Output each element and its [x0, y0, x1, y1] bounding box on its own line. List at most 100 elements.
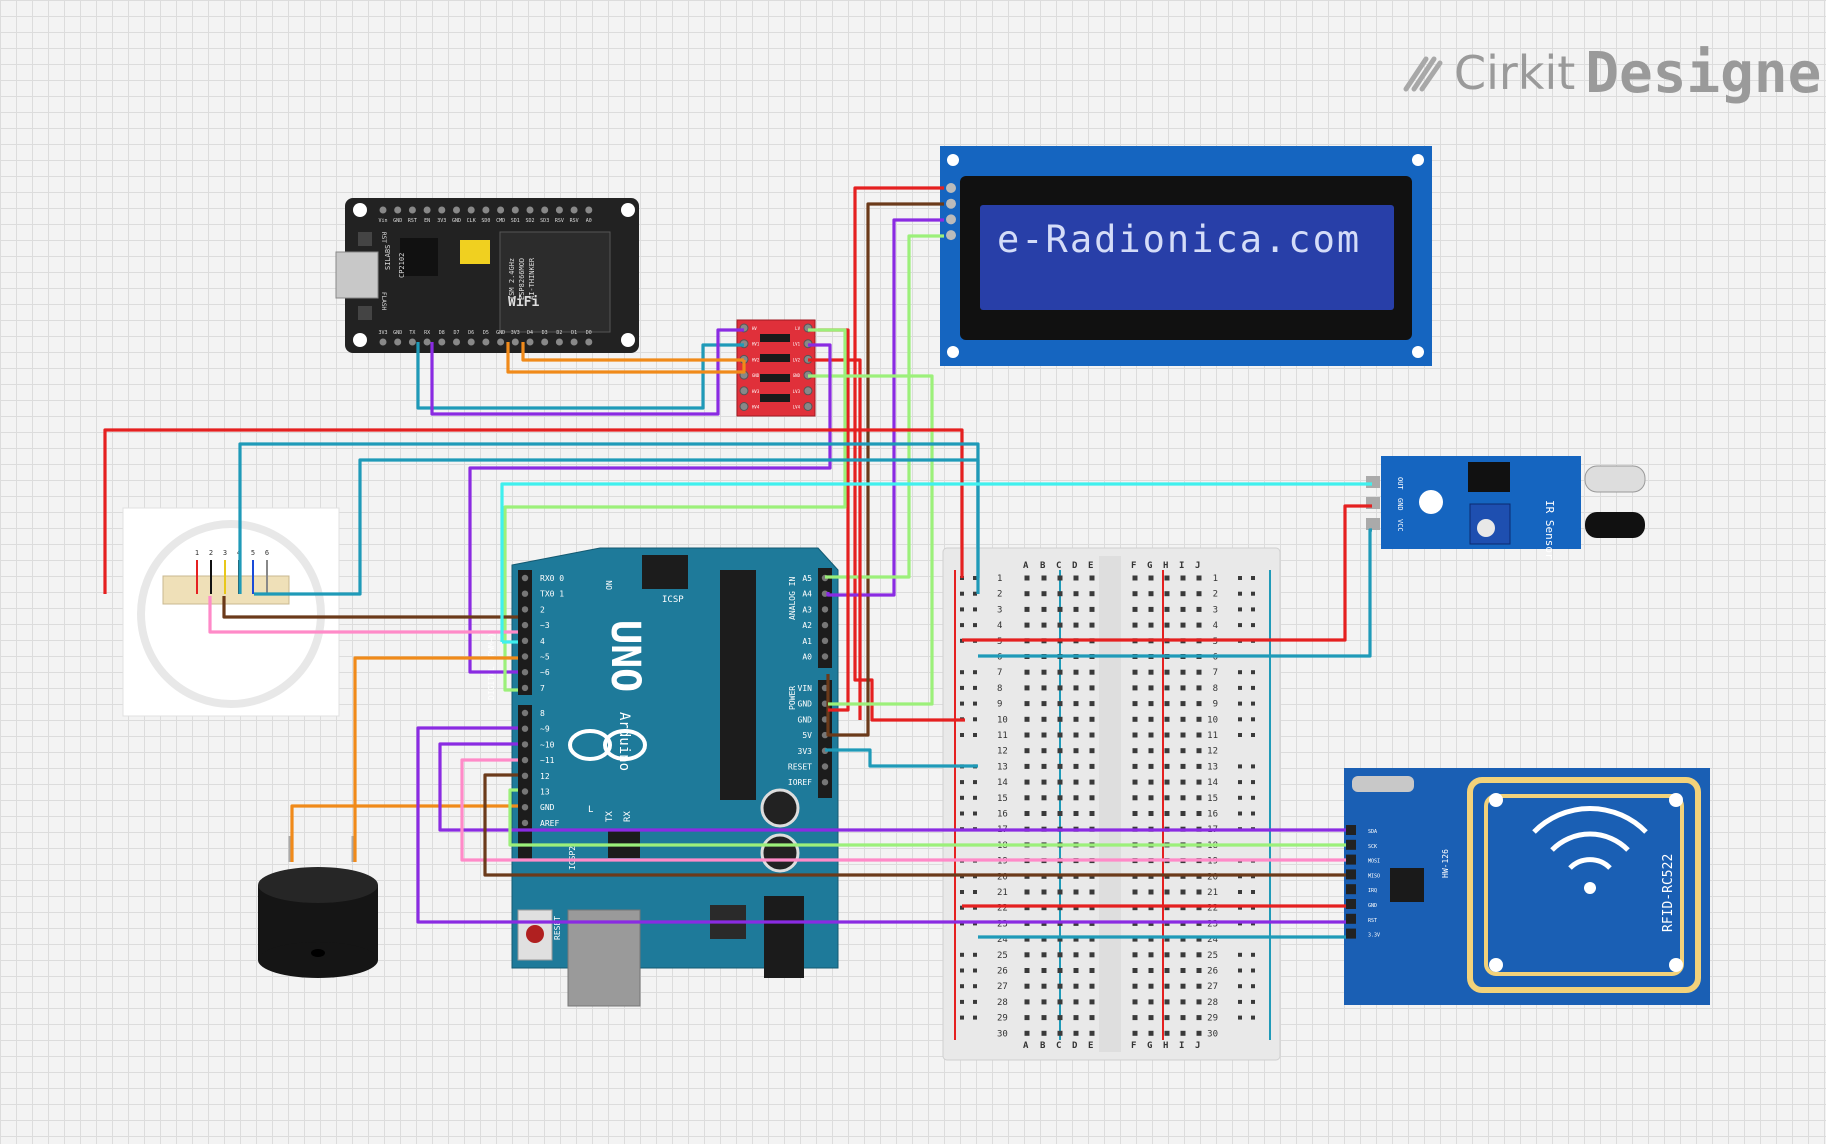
rail-hole[interactable] — [973, 968, 977, 973]
breadboard-hole[interactable] — [1057, 622, 1063, 628]
breadboard-hole[interactable] — [1132, 732, 1138, 738]
breadboard-hole[interactable] — [1057, 795, 1063, 801]
rfid-pin-3-3v[interactable] — [1346, 928, 1356, 939]
breadboard-hole[interactable] — [1164, 1015, 1170, 1021]
rail-hole[interactable] — [1251, 999, 1255, 1004]
breadboard-hole[interactable] — [1089, 1015, 1095, 1021]
breadboard-hole[interactable] — [1196, 952, 1202, 958]
breadboard-hole[interactable] — [1132, 905, 1138, 911]
digital-pin-0[interactable] — [521, 574, 529, 582]
rail-hole[interactable] — [1238, 984, 1242, 989]
breadboard-hole[interactable] — [1180, 811, 1186, 816]
breadboard-hole[interactable] — [1196, 622, 1202, 628]
breadboard-hole[interactable] — [1196, 763, 1202, 769]
buzzer[interactable] — [258, 836, 378, 978]
rail-hole[interactable] — [973, 576, 977, 580]
breadboard-hole[interactable] — [1057, 936, 1063, 942]
breadboard-hole[interactable] — [1073, 795, 1079, 801]
breadboard-hole[interactable] — [1196, 1015, 1202, 1021]
breadboard-hole[interactable] — [1164, 968, 1170, 973]
breadboard-hole[interactable] — [1057, 669, 1063, 675]
breadboard-hole[interactable] — [1057, 591, 1063, 597]
esp-bottom-pin[interactable] — [394, 338, 402, 346]
breadboard-hole[interactable] — [1180, 1015, 1186, 1021]
wire-teal[interactable] — [825, 748, 978, 768]
breadboard-hole[interactable] — [1024, 952, 1030, 958]
rail-hole[interactable] — [1251, 623, 1255, 628]
breadboard-hole[interactable] — [1164, 701, 1170, 707]
breadboard-hole[interactable] — [1089, 575, 1095, 581]
breadboard-hole[interactable] — [1132, 952, 1138, 958]
esp-top-pin[interactable] — [570, 206, 578, 214]
breadboard-hole[interactable] — [1073, 575, 1079, 581]
rail-hole[interactable] — [960, 607, 964, 612]
rail-hole[interactable] — [973, 999, 977, 1004]
breadboard-hole[interactable] — [1164, 936, 1170, 942]
digital-pin-15[interactable] — [521, 819, 529, 827]
breadboard-hole[interactable] — [1132, 999, 1138, 1005]
breadboard-hole[interactable] — [1024, 968, 1030, 973]
breadboard-hole[interactable] — [1148, 701, 1154, 707]
digital-pin-12[interactable] — [521, 772, 529, 779]
breadboard-hole[interactable] — [1089, 685, 1095, 691]
rail-hole[interactable] — [1238, 623, 1242, 628]
digital-pin-3[interactable] — [521, 621, 529, 629]
breadboard-hole[interactable] — [1057, 716, 1063, 722]
breadboard-hole[interactable] — [1164, 952, 1170, 958]
esp-top-pin[interactable] — [467, 206, 475, 214]
breadboard-hole[interactable] — [1196, 905, 1202, 911]
breadboard-hole[interactable] — [1089, 779, 1095, 785]
breadboard-hole[interactable] — [1057, 763, 1063, 769]
breadboard-hole[interactable] — [1164, 716, 1170, 722]
breadboard-hole[interactable] — [1089, 968, 1095, 973]
digital-pin-9[interactable] — [521, 725, 529, 732]
breadboard-hole[interactable] — [1196, 685, 1202, 691]
breadboard-hole[interactable] — [1024, 575, 1030, 581]
breadboard-hole[interactable] — [1164, 748, 1170, 754]
wire-red[interactable] — [962, 504, 1372, 642]
esp-top-pin[interactable] — [555, 206, 563, 214]
esp-top-pin[interactable] — [438, 206, 446, 214]
breadboard-hole[interactable] — [1057, 732, 1063, 738]
breadboard-hole[interactable] — [1041, 936, 1047, 942]
breadboard-hole[interactable] — [1024, 1015, 1030, 1021]
rail-hole[interactable] — [1251, 717, 1255, 722]
breadboard-hole[interactable] — [1024, 936, 1030, 942]
rail-hole[interactable] — [1251, 591, 1255, 596]
lcd-pin[interactable] — [946, 214, 956, 225]
breadboard-hole[interactable] — [1148, 905, 1154, 911]
rail-hole[interactable] — [1251, 984, 1255, 989]
rfid-pin-sck[interactable] — [1346, 839, 1356, 850]
rail-hole[interactable] — [973, 795, 977, 800]
breadboard-hole[interactable] — [1073, 952, 1079, 958]
lcd-pin[interactable] — [946, 198, 956, 209]
rail-hole[interactable] — [1238, 905, 1242, 910]
breadboard-hole[interactable] — [1164, 622, 1170, 628]
breadboard-hole[interactable] — [1148, 716, 1154, 722]
breadboard-hole[interactable] — [1057, 968, 1063, 973]
breadboard-hole[interactable] — [1073, 811, 1079, 816]
breadboard-hole[interactable] — [1132, 701, 1138, 707]
breadboard-hole[interactable] — [1073, 936, 1079, 942]
breadboard-hole[interactable] — [1148, 779, 1154, 785]
breadboard-hole[interactable] — [1041, 622, 1047, 628]
breadboard-hole[interactable] — [1024, 763, 1030, 769]
power-pin[interactable] — [821, 779, 829, 786]
lcd-display[interactable]: e-Radionica.com — [940, 146, 1432, 366]
breadboard-hole[interactable] — [1132, 983, 1138, 989]
breadboard-hole[interactable] — [1089, 622, 1095, 628]
digital-pin-8[interactable] — [521, 709, 529, 717]
rail-hole[interactable] — [1238, 999, 1242, 1004]
ls-right-pin-LV4[interactable] — [803, 402, 813, 411]
wire-teal[interactable] — [978, 528, 1372, 658]
breadboard-hole[interactable] — [1024, 795, 1030, 801]
breadboard-hole[interactable] — [1024, 716, 1030, 722]
breadboard-hole[interactable] — [1180, 716, 1186, 722]
digital-pin-11[interactable] — [521, 756, 529, 764]
flash-button[interactable] — [358, 306, 372, 320]
rfid-pin-gnd[interactable] — [1346, 899, 1356, 909]
breadboard-hole[interactable] — [1073, 763, 1079, 769]
breadboard-hole[interactable] — [1073, 1015, 1079, 1021]
